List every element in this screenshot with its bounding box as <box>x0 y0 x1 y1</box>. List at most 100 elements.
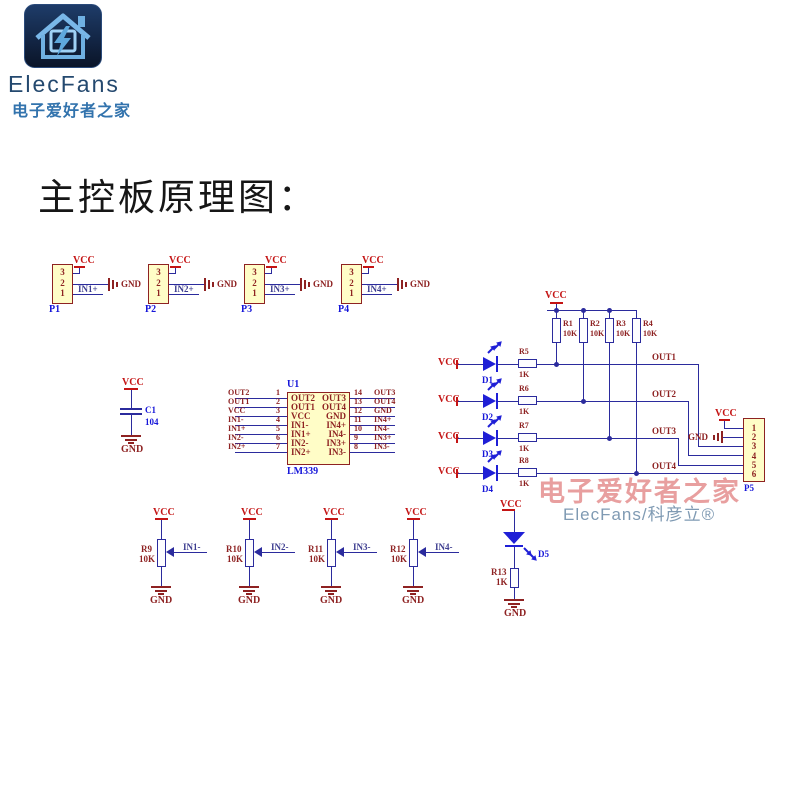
vcc-bar <box>363 266 374 268</box>
designator: U1 <box>287 379 300 390</box>
vcc-label: VCC <box>715 408 737 419</box>
capacitor-c1: VCC GND C1 104 <box>120 375 180 455</box>
wire <box>698 364 699 446</box>
led-triangle <box>503 532 525 544</box>
gnd-symbol-bar <box>239 586 259 588</box>
wire <box>537 364 698 365</box>
resistor-body <box>245 539 254 567</box>
ic-pin-name: IN2+ <box>291 447 311 457</box>
wire <box>264 284 300 285</box>
vcc-label: VCC <box>265 255 287 266</box>
wire <box>556 343 557 364</box>
wire <box>264 294 295 295</box>
wire <box>235 434 287 435</box>
wire <box>235 452 287 453</box>
pin-number: 8 <box>354 442 358 451</box>
pin-number: 3 <box>60 267 65 277</box>
net-label: IN1- <box>183 542 201 552</box>
net-label: IN3- <box>374 442 390 451</box>
pin-number: 1 <box>252 288 257 298</box>
gnd-symbol-bar <box>508 602 520 605</box>
net-label: OUT3 <box>374 388 396 397</box>
led-cathode-bar <box>505 545 523 547</box>
vcc-label: VCC <box>241 507 263 518</box>
vcc-label: VCC <box>153 507 175 518</box>
connector-body <box>52 264 73 304</box>
logo: ElecFans 电子爱好者之家 <box>6 3 156 120</box>
wire <box>556 304 557 310</box>
wiper-arrow <box>418 547 426 557</box>
wire <box>688 455 744 456</box>
gnd-symbol-bar <box>151 586 171 588</box>
pin-number: 6 <box>276 433 280 442</box>
gnd-symbol-bar <box>401 280 403 289</box>
connector-p2: VCC 3 2 1 GND IN2+ P2 <box>141 255 241 317</box>
vcc-bar <box>74 266 85 268</box>
wire <box>537 438 678 439</box>
ic-pin-name: IN3- <box>328 447 347 457</box>
vcc-label: VCC <box>500 499 522 510</box>
pin-number: 1 <box>60 288 65 298</box>
pin-number: 3 <box>349 267 354 277</box>
wire <box>498 364 518 365</box>
pin-number: 13 <box>354 397 362 406</box>
net-label: IN2- <box>228 433 244 442</box>
pin-number: 11 <box>354 415 362 424</box>
resistor-body <box>518 433 537 442</box>
wire <box>350 434 395 435</box>
vcc-label: VCC <box>323 507 345 518</box>
net-label: IN3+ <box>374 433 392 442</box>
gnd-label: GND <box>150 595 173 606</box>
resistor-body <box>518 468 537 477</box>
wire <box>235 416 287 417</box>
gnd-label: GND <box>238 595 261 606</box>
value-label: 104 <box>145 417 159 427</box>
designator: P1 <box>49 304 61 315</box>
wire <box>331 520 332 539</box>
ic-pin-name: GND <box>326 411 346 421</box>
wire <box>458 401 483 402</box>
value-label: 10K <box>227 554 244 564</box>
vcc-bar <box>502 509 515 511</box>
gnd-label: GND <box>121 444 144 455</box>
ic-pin-name: OUT4 <box>321 402 346 412</box>
wire <box>350 443 395 444</box>
ic-pin-name: OUT1 <box>291 402 316 412</box>
designator: D3 <box>482 449 493 459</box>
gnd-label: GND <box>313 279 333 289</box>
wire <box>249 520 250 539</box>
watermark-cn: 电子爱好者之家 <box>538 477 741 507</box>
value-label: 1K <box>496 577 508 587</box>
designator: R9 <box>141 544 152 554</box>
pin-number: 4 <box>276 415 280 424</box>
gnd-symbol-bar <box>121 435 141 437</box>
gnd-label: GND <box>121 279 141 289</box>
gnd-symbol-bar <box>208 280 210 289</box>
chimney-shape <box>78 16 85 27</box>
gnd-symbol-bar <box>397 278 399 291</box>
resistor-body <box>510 568 519 588</box>
wire <box>609 343 610 438</box>
pot-r12: VCC R12 10K IN4- GND <box>389 505 479 625</box>
ic-u1: U1 LM339 OUT2 1 OUT2 OUT1 2 OUT1 VCC 3 V… <box>228 380 428 480</box>
wire <box>609 310 610 318</box>
wire <box>514 588 515 599</box>
wire <box>350 416 395 417</box>
wire <box>636 343 637 473</box>
wire <box>724 421 725 428</box>
gnd-label: GND <box>402 595 425 606</box>
wire <box>72 294 103 295</box>
gnd-symbol-bar <box>155 589 167 592</box>
wiper-arrow <box>254 547 262 557</box>
designator: R3 <box>616 319 626 328</box>
wire <box>413 567 414 586</box>
led-triangle <box>483 394 496 408</box>
designator: D2 <box>482 412 493 422</box>
wire <box>249 567 250 586</box>
gnd-symbol-bar <box>403 586 423 588</box>
gnd-symbol-bar <box>243 589 255 592</box>
wire <box>175 268 176 273</box>
value-label: 10K <box>616 329 631 338</box>
net-label: GND <box>374 406 392 415</box>
value-label: 10K <box>563 329 578 338</box>
